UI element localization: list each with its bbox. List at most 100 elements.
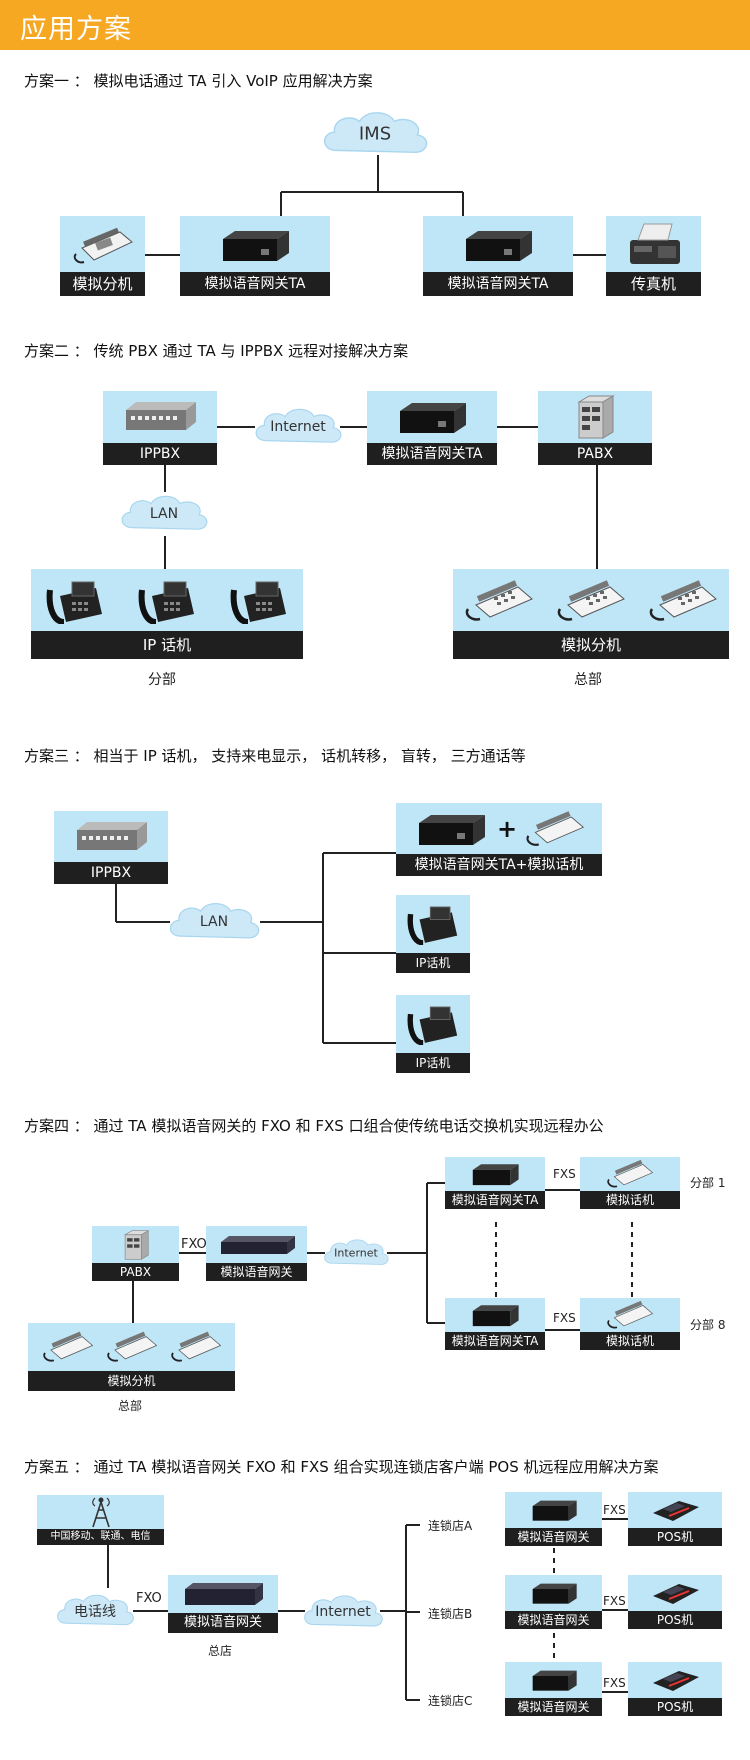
ta-gateway-branch-8: 模拟语音网关TA (445, 1298, 545, 1350)
pabx-icon (92, 1226, 179, 1263)
fxs-label: FXS (603, 1594, 626, 1608)
analog-gateway-label: 模拟语音网关 (505, 1528, 602, 1546)
branch-caption: 分部 (148, 672, 176, 688)
chain-a-label: 连锁店A (428, 1519, 473, 1533)
gateway-chain-c: 模拟语音网关 (505, 1662, 602, 1716)
ta-gateway-2: 模拟语音网关TA (423, 216, 573, 296)
lan-label: LAN (149, 506, 179, 522)
ta-gateway-branch-1: 模拟语音网关TA (445, 1157, 545, 1209)
gateway-icon (423, 216, 573, 274)
fxs-label: FXS (553, 1311, 576, 1325)
cell-tower-icon (37, 1495, 164, 1529)
analog-phone-icon (580, 1298, 680, 1332)
pos-terminal-icon (628, 1492, 722, 1528)
fax-label: 传真机 (606, 272, 701, 296)
internet-cloud-4: Internet (320, 1234, 392, 1272)
ta-gateway-1: 模拟语音网关TA (180, 216, 330, 296)
analog-phone-branch-8: 模拟话机 (580, 1298, 680, 1350)
section-5-title: 方案五 ： 通过 TA 模拟语音网关 FXO 和 FXS 组合实现连锁店客户端 … (24, 1458, 659, 1476)
section-1-title: 方案一 ： 模拟电话通过 TA 引入 VoIP 应用解决方案 (24, 72, 373, 90)
gateway-and-phone-icons: + (396, 803, 602, 855)
branch-8-label: 分部 8 (690, 1318, 726, 1332)
pos-chain-c: POS机 (628, 1662, 722, 1716)
gateway-icon (367, 391, 497, 443)
ta-plus-analog: + 模拟语音网关TA+模拟话机 (396, 803, 602, 876)
pos-terminal-icon (628, 1575, 722, 1611)
gateway-icon (505, 1662, 602, 1698)
pos-label: POS机 (628, 1611, 722, 1629)
phone-line-label: 电话线 (74, 1604, 116, 1620)
ims-cloud: IMS (317, 108, 433, 160)
head-store-caption: 总店 (208, 1644, 233, 1658)
pos-label: POS机 (628, 1698, 722, 1716)
chain-b-label: 连锁店B (428, 1607, 473, 1621)
analog-gateway-head-store: 模拟语音网关 (168, 1575, 278, 1633)
analog-extension-label: 模拟分机 (28, 1371, 235, 1391)
ip-phone-b: IP话机 (396, 995, 470, 1073)
pabx-label: PABX (92, 1263, 179, 1281)
analog-phone-icons (453, 569, 729, 633)
pabx-2: PABX (92, 1226, 179, 1281)
fxs-label: FXS (603, 1676, 626, 1690)
page-header: 应用方案 (0, 0, 750, 50)
hq-caption: 总部 (118, 1399, 143, 1413)
analog-extension-label: 模拟分机 (453, 631, 729, 659)
analog-extension-1: 模拟分机 (60, 216, 145, 296)
gateway-icon (168, 1575, 278, 1613)
ippbx-icon (54, 811, 168, 863)
ta-gateway-3: 模拟语音网关TA (367, 391, 497, 465)
internet-label: Internet (334, 1246, 378, 1260)
pos-terminal-icon (628, 1662, 722, 1698)
ip-phone-small-label: IP话机 (396, 953, 470, 973)
gateway-icon (180, 216, 330, 274)
internet-label: Internet (315, 1604, 371, 1620)
analog-extensions-hq: 模拟分机 (28, 1323, 235, 1391)
ip-phone-icon (396, 995, 470, 1053)
ip-phone-a: IP话机 (396, 895, 470, 973)
analog-extensions-group: 模拟分机 (453, 569, 729, 659)
ip-phone-icons (31, 569, 303, 633)
gateway-icon (206, 1226, 307, 1263)
pabx-label: PABX (538, 443, 652, 465)
ta-plus-analog-label: 模拟语音网关TA+模拟话机 (396, 854, 602, 876)
analog-gateway-label: 模拟语音网关 (505, 1698, 602, 1716)
lan-label: LAN (199, 914, 229, 930)
pos-chain-b: POS机 (628, 1575, 722, 1629)
section-2-title: 方案二 ： 传统 PBX 通过 TA 与 IPPBX 远程对接解决方案 (24, 342, 409, 360)
fxo-label: FXO (136, 1591, 162, 1606)
analog-phone-label: 模拟话机 (580, 1191, 680, 1209)
ip-phone-label: IP 话机 (31, 631, 303, 659)
ta-gateway-label: 模拟语音网关TA (423, 272, 573, 296)
lan-cloud-2: LAN (116, 490, 212, 538)
gateway-icon (445, 1298, 545, 1332)
phone-line-cloud: 电话线 (52, 1588, 138, 1634)
internet-cloud-2: Internet (250, 404, 346, 450)
analog-phone-icons (28, 1323, 235, 1371)
pos-chain-a: POS机 (628, 1492, 722, 1546)
ta-gateway-label: 模拟语音网关TA (445, 1191, 545, 1209)
pabx-icon (538, 391, 652, 443)
gateway-icon (505, 1492, 602, 1528)
lan-cloud-3: LAN (164, 898, 264, 946)
analog-phone-branch-1: 模拟话机 (580, 1157, 680, 1209)
ippbx-2: IPPBX (54, 811, 168, 884)
ta-gateway-label: 模拟语音网关TA (367, 443, 497, 465)
gateway-icon (505, 1575, 602, 1611)
fxs-label: FXS (553, 1167, 576, 1181)
fxo-label: FXO (181, 1237, 207, 1252)
hq-caption: 总部 (574, 672, 602, 688)
page-title: 应用方案 (20, 14, 132, 45)
fax-icon (606, 216, 701, 274)
ta-gateway-label: 模拟语音网关TA (445, 1332, 545, 1350)
analog-gateway-label: 模拟语音网关 (168, 1613, 278, 1633)
analog-extension-label: 模拟分机 (60, 272, 145, 296)
section-4-title: 方案四 ： 通过 TA 模拟语音网关的 FXO 和 FXS 口组合使传统电话交换… (24, 1117, 604, 1135)
analog-gateway-label: 模拟语音网关 (505, 1611, 602, 1629)
internet-label: Internet (270, 419, 326, 435)
ip-phone-icon (396, 895, 470, 953)
analog-gateway-hq: 模拟语音网关 (206, 1226, 307, 1281)
carriers-label: 中国移动、联通、电信 (37, 1529, 164, 1545)
ip-phone-small-label: IP话机 (396, 1053, 470, 1073)
gateway-icon (445, 1157, 545, 1191)
analog-phone-label: 模拟话机 (580, 1332, 680, 1350)
